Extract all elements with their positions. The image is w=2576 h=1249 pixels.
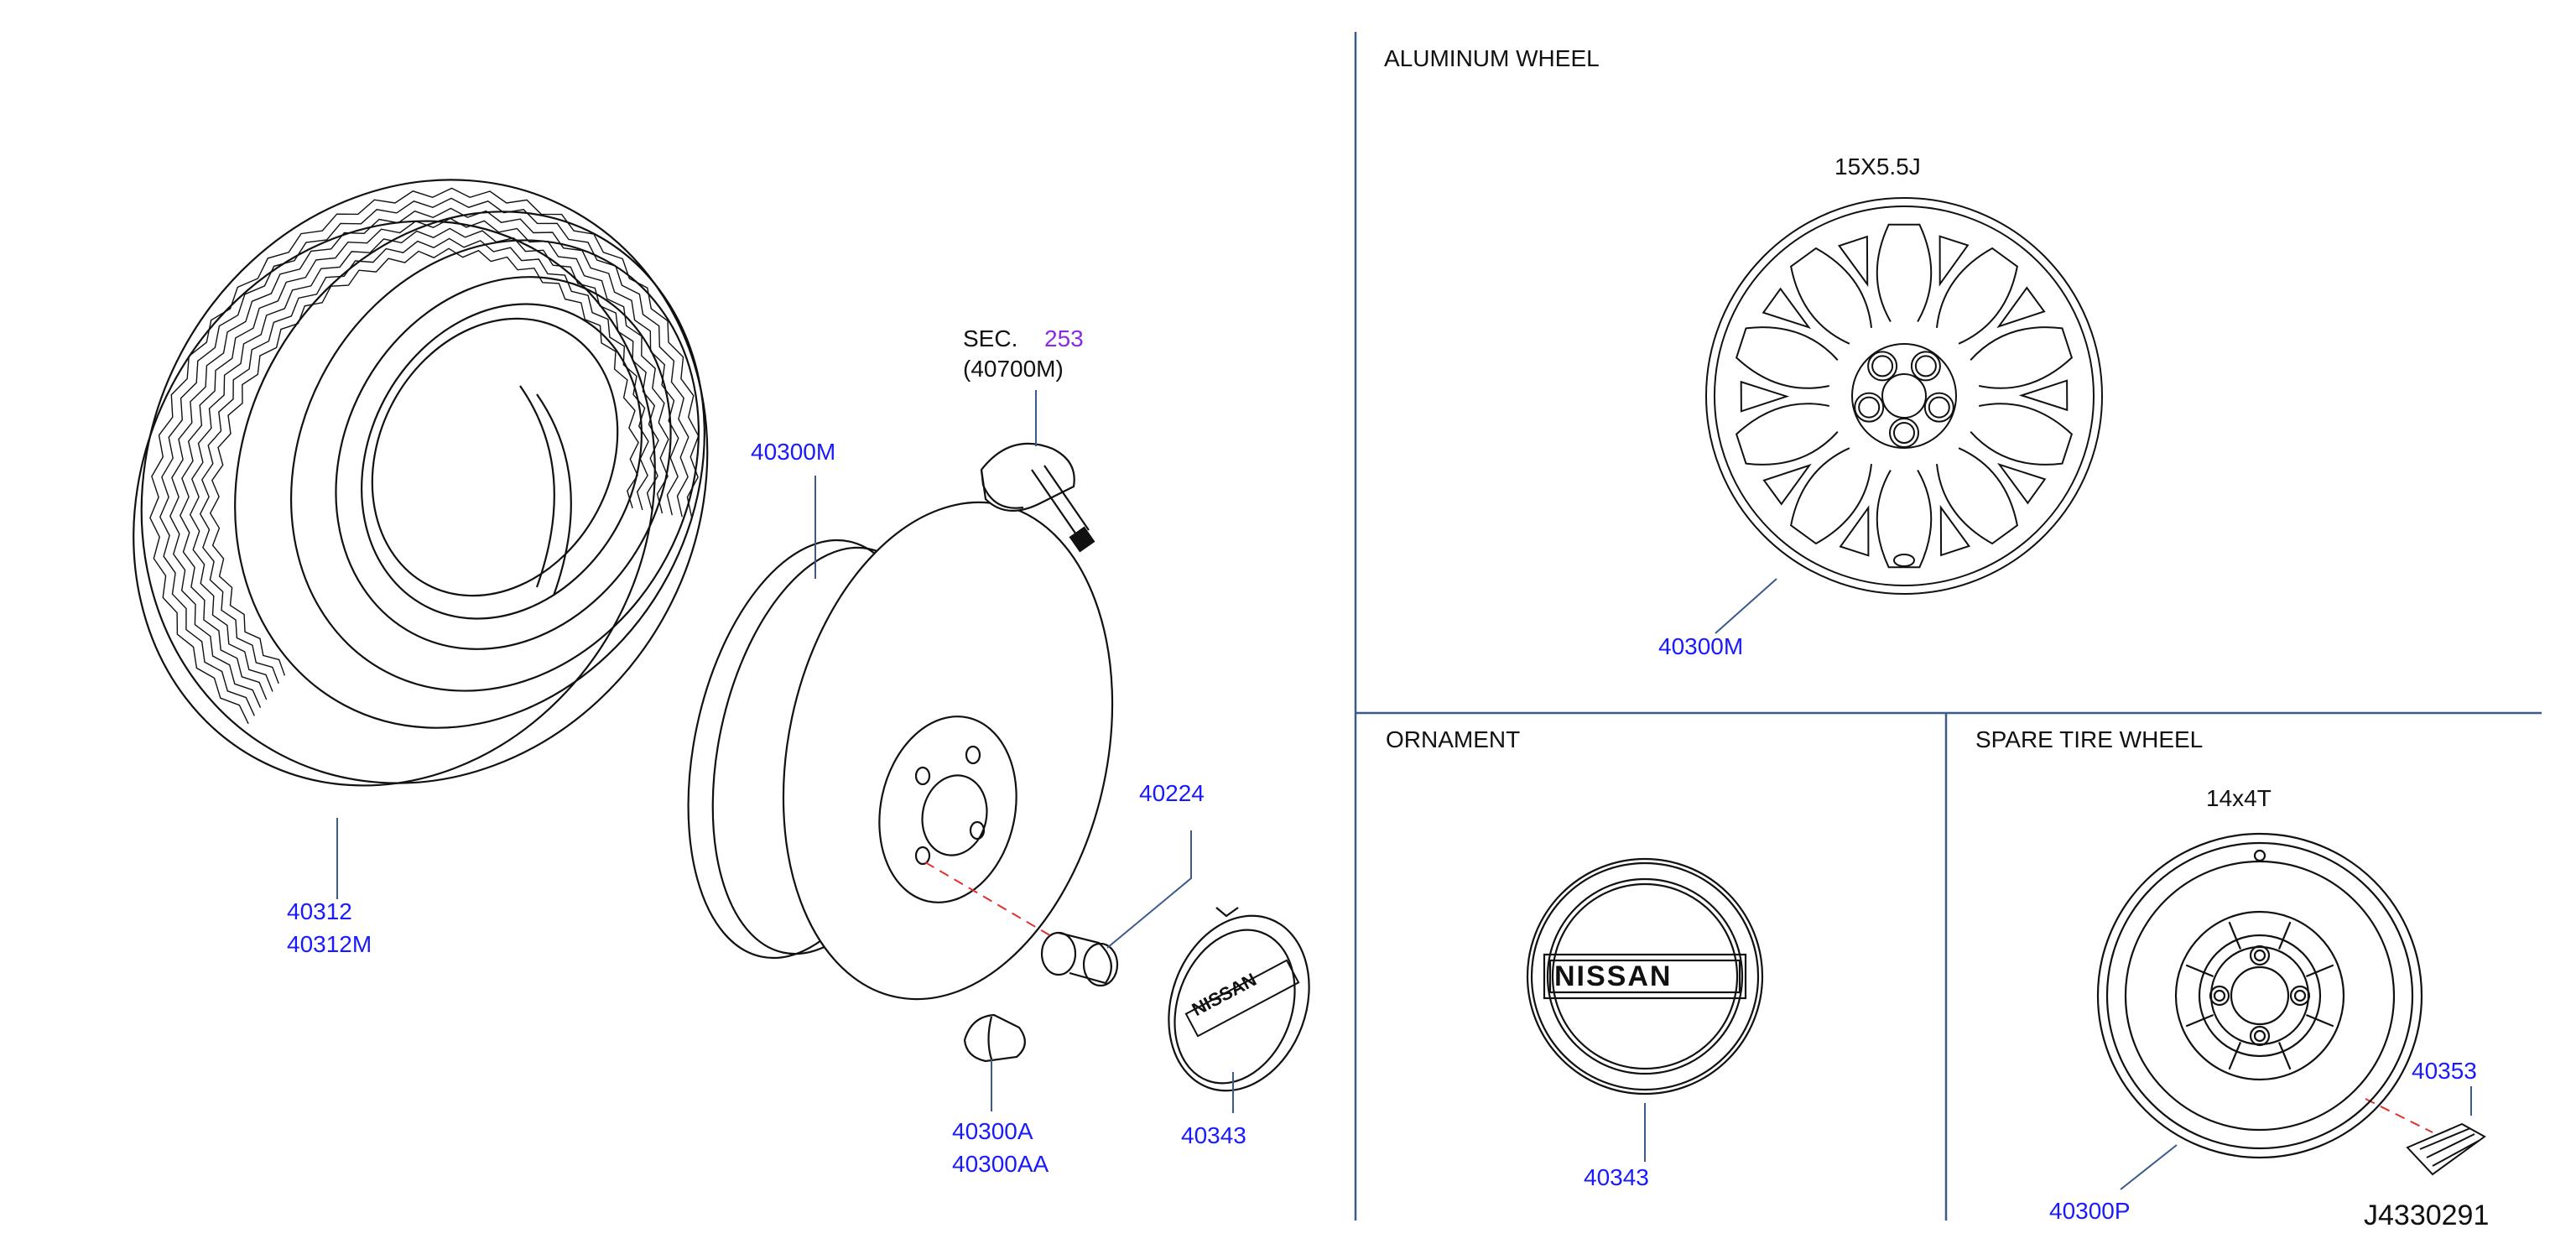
callout-ornament[interactable]: 40343 [1584, 1164, 1649, 1190]
aluminum-wheel-size: 15X5.5J [1834, 154, 1921, 180]
ornament-emblem-text: NISSAN [1554, 960, 1673, 992]
tire-tread-pattern [149, 187, 700, 725]
section-title-ornament: ORNAMENT [1386, 726, 1521, 752]
section-dividers [1354, 32, 2542, 1220]
spare-wheel[interactable] [2096, 832, 2423, 1159]
ornament-emblem[interactable] [1526, 857, 1764, 1095]
spare-label-sticker[interactable] [2406, 1122, 2486, 1176]
section-title-aluminum-wheel: ALUMINUM WHEEL [1384, 45, 1600, 71]
section-title-spare-tire-wheel: SPARE TIRE WHEEL [1975, 726, 2204, 752]
sensor-section-label: SEC. [963, 325, 1018, 351]
hub-cap-emblem [1184, 959, 1300, 1038]
sensor-part-number: (40700M) [963, 356, 1064, 382]
callout-leaders [336, 390, 2472, 1190]
callout-tire-alt[interactable]: 40312M [287, 931, 372, 957]
assembly-lines [924, 861, 2433, 1133]
lug-nut[interactable] [1040, 931, 1119, 987]
callout-lug-nut[interactable]: 40224 [1139, 780, 1205, 806]
callout-balance-weight[interactable]: 40300A [952, 1118, 1033, 1144]
hub-cap[interactable] [1145, 896, 1333, 1111]
callout-alloy-wheel[interactable]: 40300M [1658, 633, 1744, 659]
diagram-id: J4330291 [2364, 1200, 2490, 1231]
tpms-sensor[interactable] [980, 442, 1095, 553]
callout-spare-wheel[interactable]: 40300P [2049, 1198, 2131, 1224]
callout-steel-wheel[interactable]: 40300M [751, 439, 836, 465]
balance-weight[interactable] [963, 1013, 1026, 1063]
callout-balance-weight-alt[interactable]: 40300AA [952, 1151, 1049, 1177]
callout-spare-label[interactable]: 40353 [2412, 1058, 2477, 1084]
tire[interactable] [36, 80, 813, 883]
callout-hub-cap[interactable]: 40343 [1181, 1122, 1246, 1148]
steel-wheel[interactable] [653, 471, 1156, 1030]
sensor-section-link[interactable]: 253 [1044, 325, 1084, 351]
spare-wheel-size: 14x4T [2206, 785, 2272, 811]
aluminum-wheel[interactable] [1705, 197, 2103, 595]
callout-tire[interactable]: 40312 [287, 898, 352, 924]
